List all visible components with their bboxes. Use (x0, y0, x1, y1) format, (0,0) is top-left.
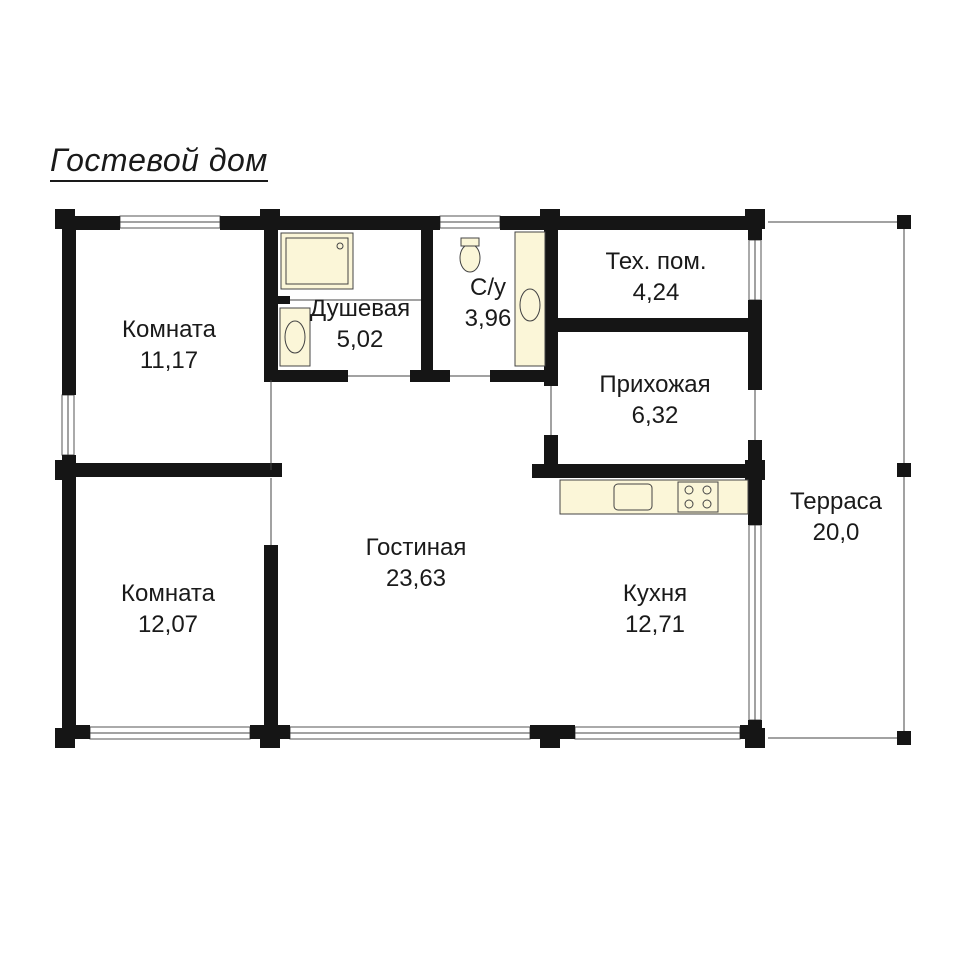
fixtures (279, 231, 749, 515)
room-label-tech: Тех. пом. 4,24 (606, 246, 707, 308)
room-name: Прихожая (599, 371, 711, 398)
terrace-outline (768, 215, 911, 745)
wc-counter (514, 231, 546, 367)
room-name: Комната (122, 316, 216, 343)
walls (55, 209, 765, 748)
room-name: Душевая (309, 295, 411, 322)
room-name: Кухня (622, 580, 688, 607)
room-label-room1: Комната 11,17 (122, 314, 216, 376)
room-label-wc: С/у 3,96 (465, 272, 512, 334)
room-name: Тех. пом. (605, 248, 707, 275)
room-label-hall: Прихожая 6,32 (599, 369, 710, 431)
page-title: Гостевой дом (50, 140, 268, 182)
room-area: 3,96 (464, 305, 512, 332)
room-name: Терраса (789, 488, 883, 515)
room-label-living: Гостиная 23,63 (366, 532, 467, 594)
room-area: 20,0 (812, 519, 860, 546)
room-label-room2: Комната 12,07 (121, 578, 215, 640)
room-name: С/у (470, 274, 506, 301)
windows (61, 215, 762, 740)
room-name: Гостиная (365, 534, 467, 561)
shower-tray (280, 232, 354, 290)
kitchen-counter (559, 479, 749, 515)
room-area: 6,32 (631, 402, 679, 429)
room-area: 4,24 (632, 279, 680, 306)
room-area: 23,63 (385, 565, 447, 592)
room-name: Комната (121, 580, 215, 607)
room-label-terrace: Терраса 20,0 (790, 486, 882, 548)
room-area: 5,02 (336, 326, 384, 353)
room-area: 12,07 (137, 611, 199, 638)
room-label-shower: Душевая 5,02 (310, 293, 410, 355)
room-area: 11,17 (139, 347, 199, 374)
room-label-kitchen: Кухня 12,71 (623, 578, 687, 640)
toilet (459, 243, 481, 273)
door-openings (270, 375, 756, 545)
room-area: 12,71 (624, 611, 686, 638)
